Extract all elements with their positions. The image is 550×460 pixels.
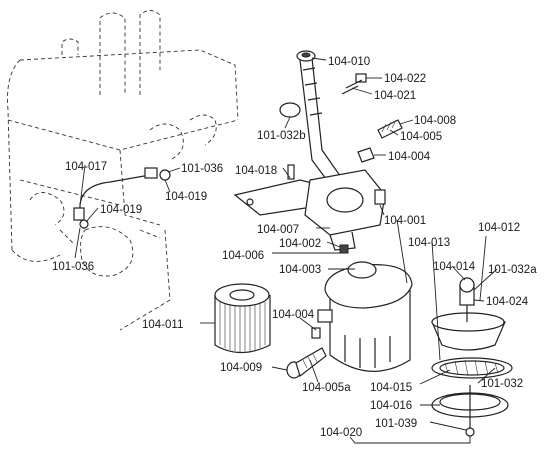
- label-101-032b: 101-032b: [257, 130, 306, 142]
- nut-104-004-top: [357, 147, 375, 163]
- label-101-036-left: 101-036: [52, 261, 94, 273]
- label-104-004-top: 104-004: [388, 151, 431, 163]
- label-104-013: 104-013: [408, 237, 450, 249]
- label-104-019-top: 104-019: [165, 191, 207, 203]
- part-labels: 104-010 104-022 104-021 101-032b 104-008…: [52, 56, 537, 439]
- label-104-020: 104-020: [320, 427, 362, 439]
- label-104-008: 104-008: [414, 115, 456, 127]
- label-104-001: 104-001: [384, 215, 426, 227]
- filter-body: [317, 261, 413, 372]
- engine-block-outline: [7, 10, 239, 331]
- label-104-009: 104-009: [220, 362, 262, 374]
- label-104-016: 104-016: [370, 400, 412, 412]
- label-104-021: 104-021: [374, 90, 416, 102]
- label-104-007: 104-007: [257, 224, 299, 236]
- pump-housing: [304, 169, 386, 254]
- label-104-019-left: 104-019: [100, 204, 142, 216]
- label-104-010: 104-010: [328, 56, 370, 68]
- bolt-104-008: [377, 119, 403, 139]
- label-104-012: 104-012: [478, 222, 520, 234]
- label-104-005: 104-005: [400, 131, 442, 143]
- label-104-015: 104-015: [370, 382, 412, 394]
- filter-cartridge: [214, 283, 271, 354]
- filter-bowl: [431, 277, 506, 351]
- label-104-004-low: 104-004: [272, 309, 315, 321]
- label-101-032: 101-032: [481, 378, 523, 390]
- label-104-002: 104-002: [279, 238, 321, 250]
- label-104-005a: 104-005a: [302, 382, 351, 394]
- label-104-011: 104-011: [142, 319, 183, 331]
- label-104-024: 104-024: [486, 296, 529, 308]
- label-104-017: 104-017: [65, 161, 107, 173]
- label-101-036-top: 101-036: [181, 163, 223, 175]
- base-plate: [431, 385, 509, 437]
- label-104-006: 104-006: [222, 250, 264, 262]
- label-101-032a: 101-032a: [488, 264, 537, 276]
- drain-bolt: [286, 327, 327, 379]
- leader-lines: [74, 57, 498, 444]
- label-104-003: 104-003: [279, 264, 321, 276]
- o-ring-101-032b: [279, 102, 301, 118]
- label-104-018: 104-018: [235, 165, 277, 177]
- label-104-014: 104-014: [433, 261, 476, 273]
- gasket-101-032: [431, 357, 513, 379]
- label-101-039: 101-039: [375, 418, 417, 430]
- oil-pipe: [73, 167, 171, 229]
- label-104-022: 104-022: [384, 73, 426, 85]
